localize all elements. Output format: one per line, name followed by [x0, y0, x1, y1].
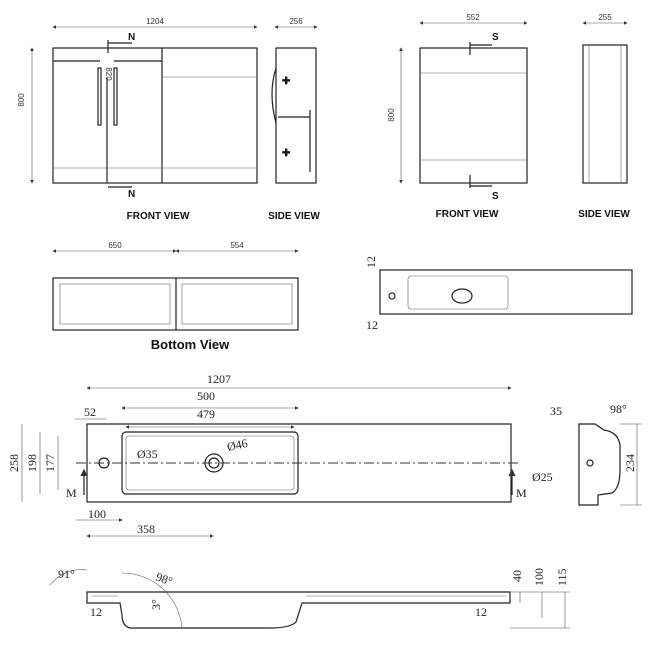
angle-98-side: 98°: [610, 402, 627, 416]
section-marker-m-right: M: [516, 486, 527, 500]
tap-hole-diameter: Ø35: [137, 447, 158, 461]
plus-icon: ✚: [282, 148, 291, 159]
side-view-label: SIDE VIEW: [578, 209, 630, 220]
dim-258: 258: [7, 454, 21, 472]
section-marker-n-bottom: N: [128, 189, 135, 200]
dim-12-side: 12: [366, 318, 378, 332]
dim-52: 52: [84, 405, 96, 419]
dim-40: 40: [510, 570, 524, 582]
dim-depth-255: 255: [598, 13, 612, 22]
basin-plan: 1207 500 479 52 Ø35 Ø46 258 198 177 M M …: [7, 372, 527, 538]
dim-1207: 1207: [207, 372, 231, 386]
dim-554: 554: [230, 241, 244, 250]
dim-height-800: 800: [387, 108, 396, 122]
basin-side-section: 35 98° 234 Ø25: [532, 402, 642, 506]
angle-98-bowl: 98°: [154, 570, 175, 589]
side-view-label: SIDE VIEW: [268, 211, 320, 222]
dim-100: 100: [88, 507, 106, 521]
front-view-label: FRONT VIEW: [436, 209, 499, 220]
dim-115: 115: [555, 568, 569, 586]
dim-234: 234: [623, 454, 637, 472]
bottom-view-label: Bottom View: [151, 337, 230, 352]
dim-177: 177: [43, 454, 57, 472]
basin-top-small: 12 12: [364, 256, 633, 332]
angle-3: 3°: [149, 599, 163, 610]
door-handle: [97, 67, 102, 126]
plus-icon: ✚: [282, 76, 291, 87]
cabinet2-side-view: 255 SIDE VIEW: [578, 13, 630, 220]
angle-91: 91°: [58, 567, 75, 581]
dim-650: 650: [108, 241, 122, 250]
cabinet2-front-view: 552 800 S S FRONT VIEW: [387, 13, 528, 220]
bottom-view: 650 554 Bottom View: [52, 241, 299, 352]
hole-diameter-25: Ø25: [532, 470, 553, 484]
basin-front-section: 91° 98° 3° 12 12 40 100 115: [49, 567, 570, 629]
dim-198: 198: [25, 454, 39, 472]
section-marker-s-top: S: [492, 32, 499, 43]
dim-358: 358: [137, 522, 155, 536]
dim-12-top: 12: [364, 256, 378, 268]
dim-500: 500: [197, 389, 215, 403]
dim-35: 35: [550, 404, 562, 418]
dim-height-800: 800: [17, 93, 26, 107]
dim-width-552: 552: [466, 13, 480, 22]
dim-width-1204: 1204: [146, 17, 164, 26]
cabinet1-side-view: 256 ✚ ✚ SIDE VIEW: [268, 17, 320, 222]
waste-hole-diameter: Ø46: [226, 436, 249, 454]
section-marker-s-bottom: S: [492, 191, 499, 202]
front-view-label: FRONT VIEW: [127, 211, 190, 222]
dim-12-left: 12: [90, 605, 102, 619]
dim-depth-256: 256: [289, 17, 303, 26]
dim-820: 820: [104, 67, 113, 81]
section-marker-m-left: M: [66, 486, 77, 500]
dim-12-right: 12: [475, 605, 487, 619]
door-handle: [113, 67, 118, 126]
section-marker-n-top: N: [128, 32, 135, 43]
dim-100: 100: [532, 568, 546, 586]
dim-479: 479: [197, 407, 215, 421]
cabinet1-front-view: 1204 800 820 N N FRONT VIEW: [17, 17, 258, 222]
